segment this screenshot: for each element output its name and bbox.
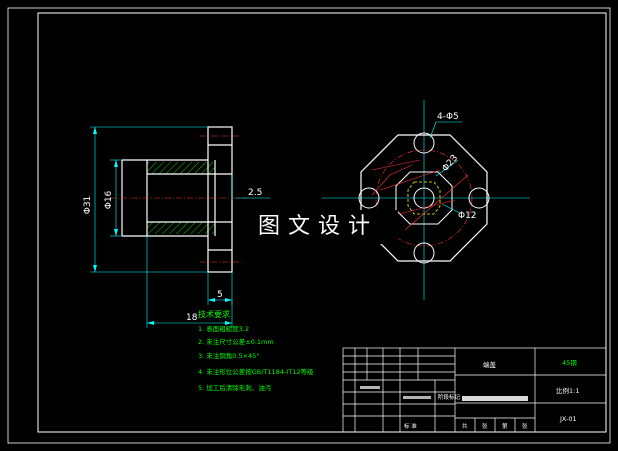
sign-label: 标 准 (404, 422, 417, 430)
dim-bore-dia: Φ12 (458, 211, 477, 221)
stage-label: 阶段标记 (438, 393, 461, 401)
hatch-lower (147, 222, 215, 234)
note-item: 5. 加工后清除毛刺、油污 (198, 383, 272, 392)
note-item: 4. 未注形位公差按GB/T1184-IT12等级 (198, 367, 314, 376)
note-item: 3. 未注倒角0.5×45° (198, 351, 260, 360)
dim-pitch-dia: Φ23 (441, 153, 461, 174)
dim-length: 18 (186, 313, 198, 323)
sheet-outer-border (7, 7, 611, 444)
title-block-text: 端盖 45钢 比例1:1 JX-01 阶段标记 标 准 共 张 第 张 (360, 359, 579, 430)
notes-heading: 技术要求 (198, 309, 230, 319)
dim-outer-dia: Φ31 (83, 196, 93, 215)
hole-right (468, 187, 490, 209)
hole-top (413, 132, 435, 154)
drawing-number: JX-01 (559, 415, 577, 423)
scale-label: 比例1:1 (556, 386, 579, 395)
hole-left (358, 187, 380, 209)
title-block (342, 347, 607, 433)
octagon-outline (360, 134, 488, 262)
hatch-upper (147, 162, 215, 174)
footer-label: 张 (482, 422, 488, 430)
hole-bottom (413, 242, 435, 264)
note-item: 1. 表面粗糙度3.2 (198, 324, 249, 333)
sheet-inner-border (37, 12, 607, 433)
watermark-text: 图文设计 (238, 210, 398, 244)
end-view: 4-Φ5 Φ23 Φ12 (322, 100, 530, 300)
technical-notes: 技术要求 1. 表面粗糙度3.2 2. 未注尺寸公差±0.1mm 3. 未注倒角… (198, 309, 314, 392)
footer-label: 张 (522, 422, 528, 430)
dim-inner-dia: Φ16 (104, 190, 114, 209)
material: 45钢 (562, 359, 577, 367)
dim-groove-width: 2.5 (248, 188, 262, 198)
footer-label: 第 (502, 422, 508, 430)
part-name: 端盖 (483, 360, 497, 369)
dim-flange-width: 5 (217, 290, 223, 300)
dim-holes: 4-Φ5 (437, 112, 459, 122)
footer-label: 共 (462, 422, 468, 430)
note-item: 2. 未注尺寸公差±0.1mm (198, 337, 274, 346)
section-view: Φ31 Φ16 2.5 5 18 (83, 126, 270, 328)
